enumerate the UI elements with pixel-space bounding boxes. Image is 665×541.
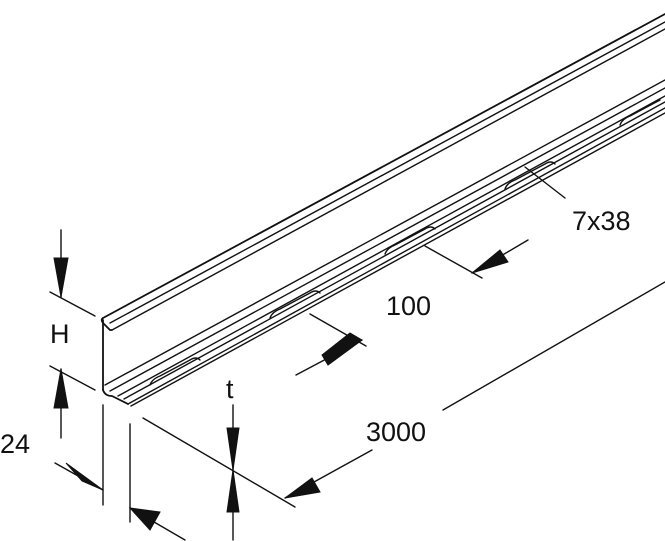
width-dimension <box>54 404 186 541</box>
thickness-label: t <box>226 374 234 404</box>
length-dimension <box>284 281 665 499</box>
height-dimension <box>49 229 96 439</box>
width-label: 24 <box>0 429 31 459</box>
slot-size-label: 7x38 <box>572 206 631 236</box>
length-label: 3000 <box>366 417 427 447</box>
height-label: H <box>50 319 70 349</box>
pitch-dimension <box>295 239 529 376</box>
slot-pitch-label: 100 <box>386 291 432 321</box>
thickness-dimension <box>142 404 296 541</box>
slot-leader <box>524 166 566 199</box>
slots <box>149 99 661 386</box>
